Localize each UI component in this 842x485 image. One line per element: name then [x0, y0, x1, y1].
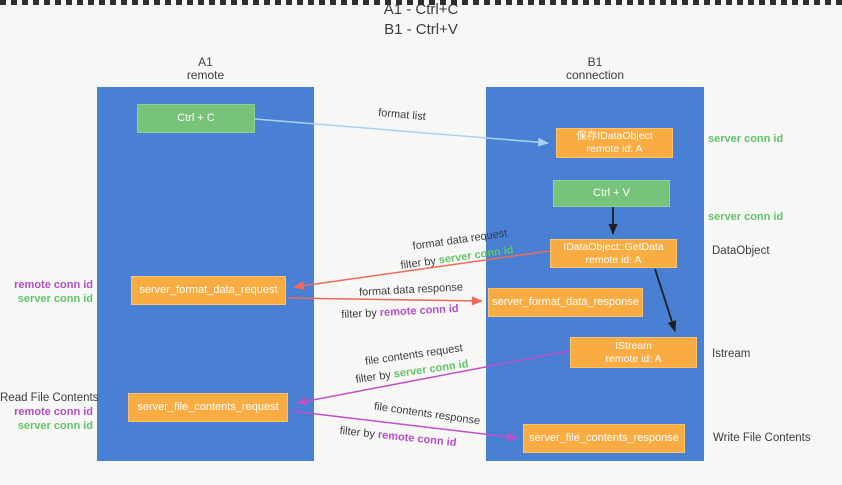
title-line-1: A1 - Ctrl+C — [383, 1, 459, 18]
lane-header-a1: A1 remote — [97, 56, 314, 82]
remote-conn-id-label: remote conn id — [14, 406, 93, 418]
node-server-file-contents-response: server_file_contents_response — [523, 424, 685, 453]
filter-by-text: filter by — [399, 255, 437, 272]
format-data-response-filter-label: filter by remote conn id — [341, 303, 459, 321]
node-getdata-line1: IDataObject::GetData — [563, 240, 664, 253]
node-getdata: IDataObject::GetData remote id: A — [550, 239, 677, 268]
write-file-contents-label: Write File Contents — [713, 432, 811, 444]
format-data-response-label: format data response — [358, 281, 464, 299]
node-save-idataobject-line1: 保存IDataObject — [576, 130, 653, 142]
node-istream-line1: IStream — [615, 339, 652, 352]
server-conn-id-label: server conn id — [17, 420, 93, 432]
format-data-response-arrow — [287, 296, 483, 306]
lane-b1-name: B1 — [587, 55, 603, 69]
node-ctrl-v-label: Ctrl + V — [593, 187, 630, 199]
file-contents-response-filter-label: filter by remote conn id — [339, 425, 457, 449]
node-ctrl-c: Ctrl + C — [137, 104, 255, 133]
node-istream: IStream remote id: A — [570, 337, 697, 368]
file-contents-response-label: file contents response — [373, 400, 481, 428]
server-conn-id-label-top: server conn id — [708, 133, 784, 145]
remote-conn-id-label: remote conn id — [14, 279, 93, 291]
node-ctrl-v: Ctrl + V — [553, 180, 670, 207]
istream-label: Istream — [712, 348, 751, 360]
format-request-conn-ids: remote conn id server conn id — [0, 278, 93, 306]
filter-by-text: filter by — [354, 369, 392, 386]
remote-conn-id-key: remote conn id — [379, 302, 459, 320]
data-object-label: DataObject — [712, 245, 770, 257]
lane-a1-role: remote — [186, 68, 225, 82]
node-server-format-data-request: server_format_data_request — [131, 276, 286, 305]
node-istream-line2: remote id: A — [605, 352, 662, 365]
format-list-label: format list — [377, 106, 427, 124]
node-server-format-data-request-label: server_format_data_request — [139, 284, 278, 296]
lane-header-b1: B1 connection — [486, 56, 704, 82]
node-server-format-data-response-label: server_format_data_response — [492, 296, 639, 308]
node-save-idataobject: 保存IDataObject remote id: A — [556, 128, 673, 158]
filter-by-text: filter by — [339, 424, 376, 441]
remote-conn-id-key: remote conn id — [377, 428, 457, 450]
lane-b1-role: connection — [565, 68, 625, 82]
phase-separator-line — [0, 0, 842, 5]
node-server-file-contents-response-label: server_file_contents_response — [529, 432, 679, 444]
file-request-conn-ids: Read File Contents remote conn id server… — [0, 391, 99, 433]
filter-by-text: filter by — [341, 307, 378, 322]
node-server-file-contents-request: server_file_contents_request — [128, 393, 288, 422]
node-getdata-line2: remote id: A — [585, 253, 642, 266]
read-file-contents-label: Read File Contents — [0, 392, 99, 404]
node-server-file-contents-request-label: server_file_contents_request — [137, 401, 279, 413]
diagram-title: A1 - Ctrl+C B1 - Ctrl+V — [0, 0, 842, 40]
server-conn-id-label: server conn id — [17, 293, 93, 305]
node-ctrl-c-label: Ctrl + C — [177, 112, 215, 124]
server-conn-id-label-mid: server conn id — [708, 211, 784, 223]
node-server-format-data-response: server_format_data_response — [488, 288, 643, 317]
title-line-2: B1 - Ctrl+V — [384, 21, 458, 38]
lane-a1-name: A1 — [198, 55, 213, 69]
node-save-idataobject-line2: remote id: A — [586, 143, 643, 155]
